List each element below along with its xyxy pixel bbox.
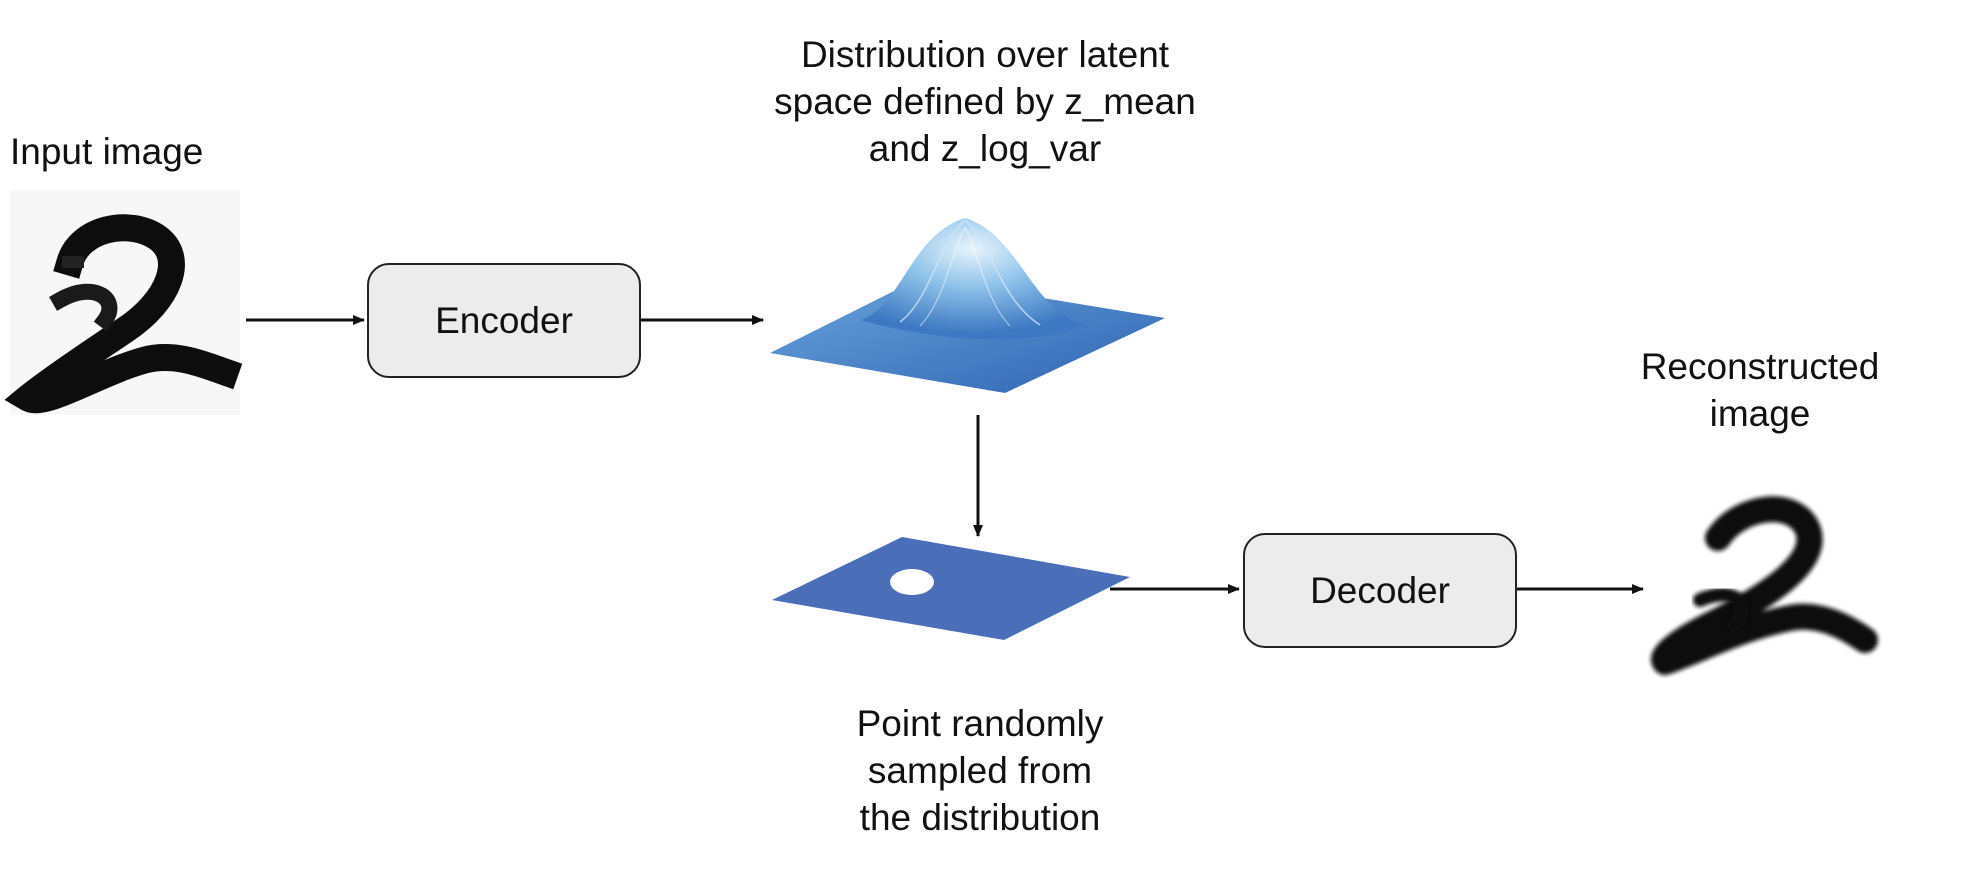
- sampled-latent-plane: [772, 537, 1130, 640]
- encoder-block: Encoder: [367, 263, 641, 378]
- latent-distribution-surface: [770, 218, 1165, 393]
- reconstructed-digit-image: [1651, 496, 1878, 675]
- sampled-point-label-line-3: the distribution: [859, 797, 1101, 838]
- sampled-point-label-line-1: Point randomly: [856, 703, 1104, 744]
- distribution-label-line-1: Distribution over latent: [800, 34, 1170, 75]
- input-digit-image: [4, 190, 243, 415]
- decoder-label: Decoder: [1310, 569, 1450, 611]
- reconstructed-label-line-1: Reconstructed: [1640, 346, 1880, 387]
- distribution-label-line-2: space defined by z_mean: [774, 81, 1196, 122]
- sampled-point-label-line-2: sampled from: [867, 750, 1093, 791]
- sampled-point-marker: [890, 569, 934, 595]
- reconstructed-label-line-2: image: [1709, 393, 1811, 434]
- encoder-label: Encoder: [435, 299, 573, 341]
- input-image-label: Input image: [10, 131, 204, 172]
- decoder-block: Decoder: [1243, 533, 1517, 648]
- distribution-label-line-3: and z_log_var: [868, 128, 1102, 169]
- sampled-point-label: Point randomly sampled from the distribu…: [820, 700, 1140, 841]
- distribution-label: Distribution over latent space defined b…: [740, 31, 1230, 172]
- reconstructed-label: Reconstructed image: [1620, 343, 1900, 437]
